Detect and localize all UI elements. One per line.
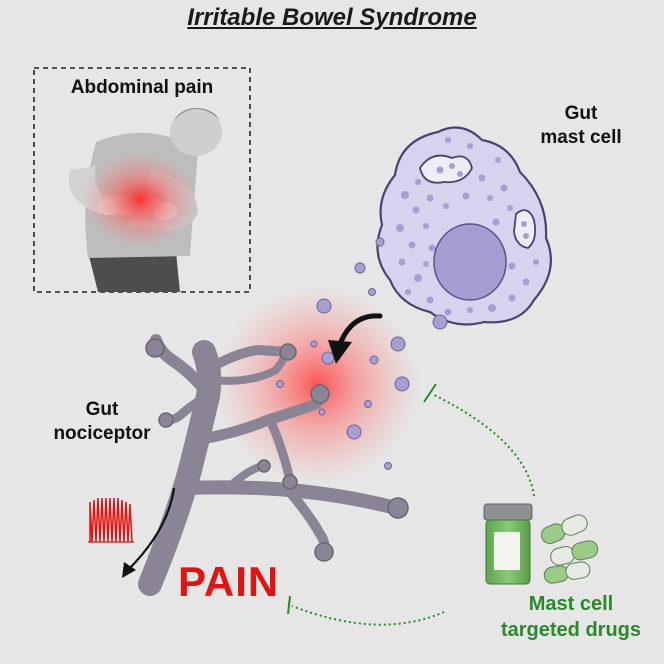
- person-abdominal-pain-icon: [68, 108, 222, 292]
- mast-cell-granules: [396, 137, 539, 316]
- drugs-label: Mast cell targeted drugs: [476, 591, 664, 643]
- nociceptor-label: Gut nociceptor: [22, 398, 182, 446]
- drugs-label-line2: targeted drugs: [500, 619, 642, 641]
- mast-cell-icon: [376, 126, 552, 326]
- release-arrow-head: [328, 340, 352, 364]
- pain-label: PAIN: [178, 558, 280, 605]
- mast-cell-label-line1: Gut: [564, 103, 598, 124]
- signal-arrow: [127, 487, 176, 571]
- capsule-icon: [540, 514, 599, 584]
- pill-bottle-icon: [483, 503, 533, 585]
- released-granules: [276, 237, 448, 470]
- mast-cell-label-line2: mast cell: [540, 127, 622, 148]
- diagram-title: Irritable Bowel Syndrome: [187, 4, 477, 31]
- drugs-label-line1: Mast cell: [528, 593, 614, 615]
- dashed-frame: [33, 67, 251, 293]
- inhibition-lines: [291, 393, 535, 626]
- action-potential-spikes-icon: [88, 497, 134, 543]
- signal-arrow-head: [122, 562, 136, 578]
- inhibit-pain-line: [291, 605, 445, 626]
- inhibit-mast-cell-line: [431, 393, 535, 497]
- mast-cell-nucleus: [433, 223, 507, 301]
- abdominal-pain-label: Abdominal pain: [70, 77, 214, 98]
- abdominal-pain-panel: [33, 67, 251, 293]
- nociceptor-label-line1: Gut: [85, 399, 119, 420]
- nociceptor-neuron-icon: [138, 334, 409, 596]
- nociceptor-label-line2: nociceptor: [53, 423, 151, 444]
- inhibition-bars: [287, 383, 437, 615]
- abdominal-pain-glow: [82, 152, 198, 248]
- release-arrow: [337, 313, 383, 347]
- mast-cell-label: Gut mast cell: [516, 102, 646, 150]
